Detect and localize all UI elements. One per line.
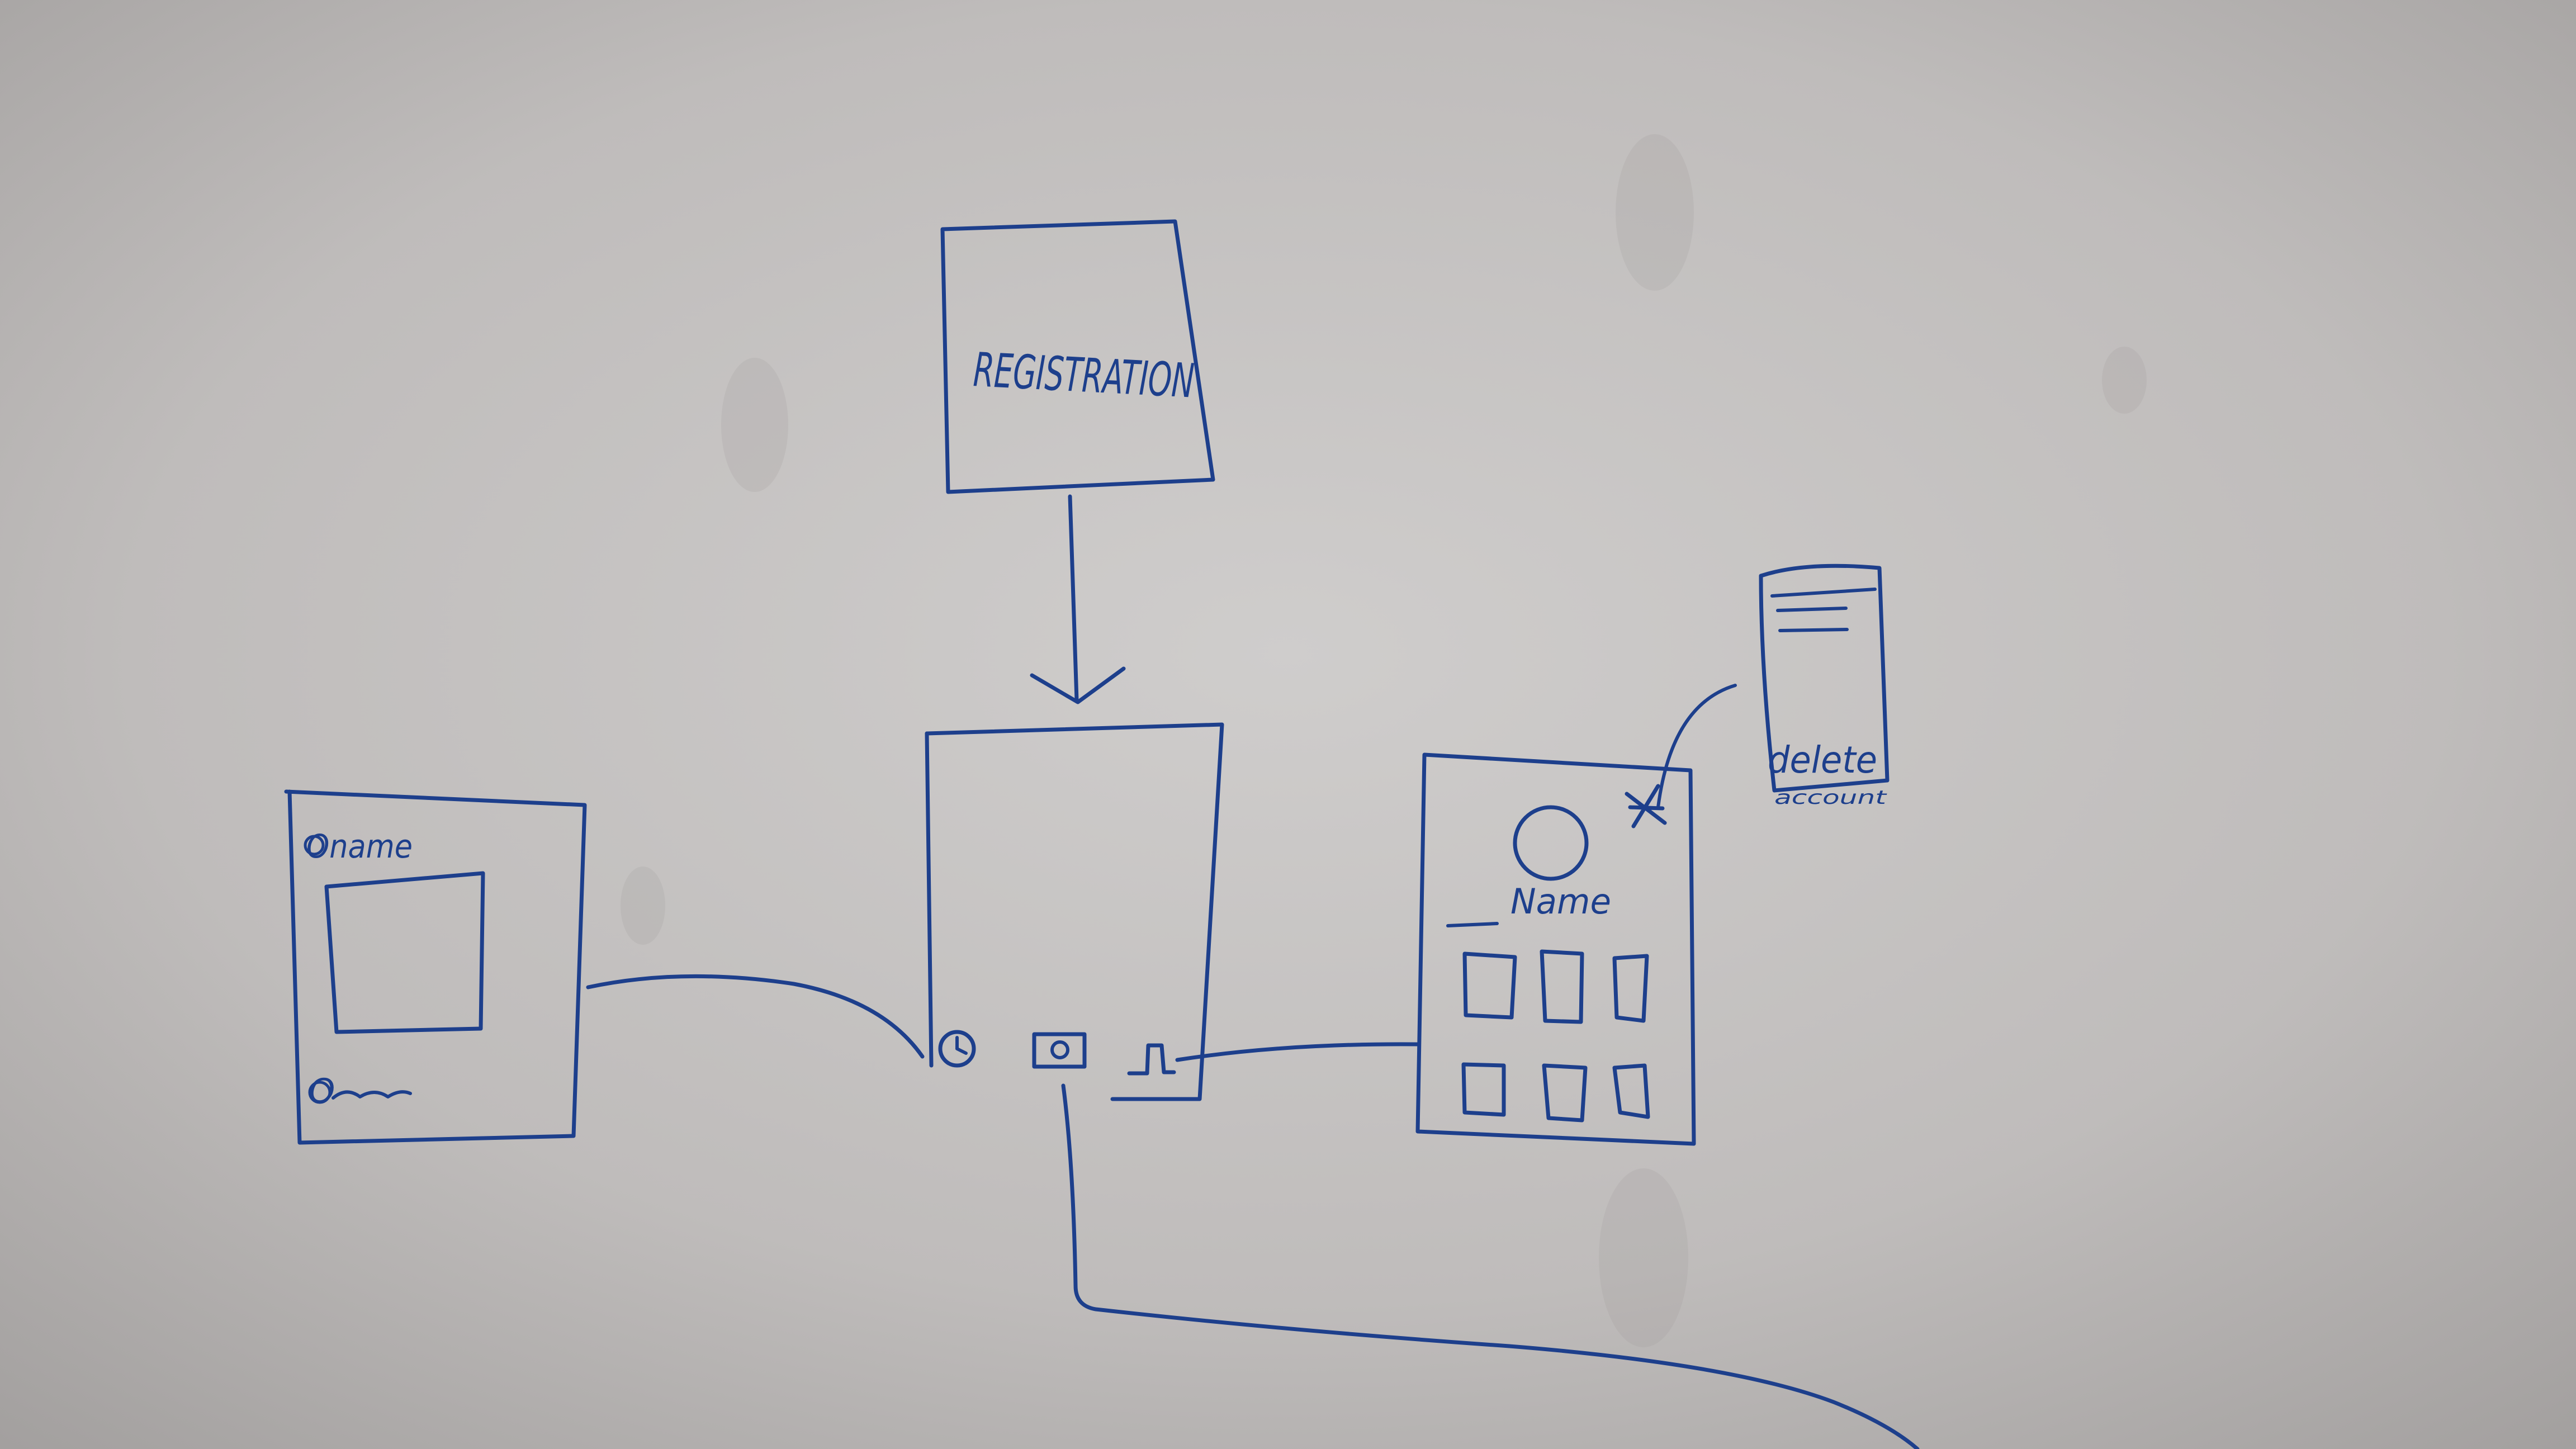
connector-post-to-home xyxy=(586,974,925,1059)
home-screen xyxy=(925,722,1224,1101)
post-grid xyxy=(1461,949,1650,1123)
registration-label: REGISTRATION xyxy=(972,342,1196,409)
post-thumb xyxy=(1542,1063,1588,1123)
profile-screen: Name xyxy=(1415,752,1696,1146)
post-screen-top-label: Oname xyxy=(306,827,413,865)
delete-account-sublabel: account xyxy=(1774,787,1887,809)
account-menu-popup: delete account xyxy=(1759,564,1890,809)
nav-camera-icon xyxy=(1032,1032,1087,1069)
post-thumb xyxy=(1461,1062,1506,1117)
connector-home-to-next xyxy=(1061,1083,1920,1449)
avatar xyxy=(1513,805,1589,881)
connector-home-to-profile xyxy=(1175,1042,1420,1062)
post-screen: Oname O xyxy=(284,789,587,1145)
nav-clock-icon xyxy=(938,1030,976,1068)
post-thumb xyxy=(1540,949,1584,1024)
registration-screen: REGISTRATION xyxy=(940,219,1215,494)
post-thumb xyxy=(1462,951,1517,1020)
post-screen-bottom-label: O xyxy=(309,1072,335,1111)
nav-profile-icon xyxy=(1127,1043,1176,1076)
arrow-registration-to-home xyxy=(1030,494,1126,704)
board-smudges xyxy=(621,134,2147,1347)
connector-settings-to-menu xyxy=(1656,684,1737,809)
post-thumb xyxy=(1612,1063,1650,1119)
post-thumb xyxy=(1612,954,1649,1023)
delete-account-label: delete xyxy=(1768,738,1877,782)
image-placeholder xyxy=(324,871,485,1034)
profile-name-label: Name xyxy=(1510,881,1611,922)
